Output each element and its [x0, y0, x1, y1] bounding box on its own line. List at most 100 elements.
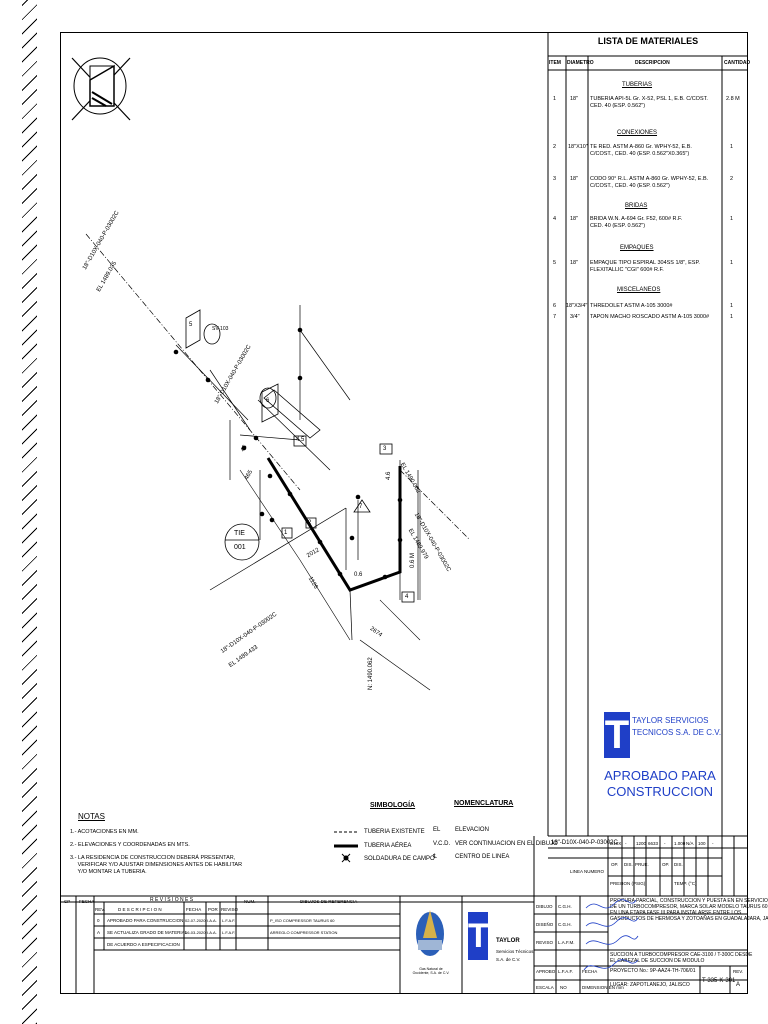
rev-row-rev: A [97, 930, 101, 935]
item-callout: 3 [383, 446, 387, 452]
note-item: 2.- ELEVACIONES Y COORDENADAS EN MTS. [70, 842, 190, 848]
bom-row-description: TAPON MACHO ROSCADO ASTM A-105 3000# [590, 314, 710, 320]
approval-line1: APROBADO PARA [604, 768, 716, 783]
bom-row-item: 4 [553, 216, 557, 222]
ref-item: ARREGLO COMPRESSOR STATION [270, 930, 338, 935]
tb-value: C.G.H. [558, 904, 572, 909]
tb-project: PROYECTO No.: 9P-AAZ4-TH-706/01 [610, 968, 696, 974]
bom-row-description: TE RED. ASTM A-860 Gr. WPHY-52, E.B. C/C… [590, 144, 692, 157]
nomenclature-meaning: CENTRO DE LINEA [455, 854, 510, 860]
symbology-item: SOLDADURA DE CAMPO [364, 856, 435, 862]
rev-row-date: 02-07-2020 [185, 918, 206, 923]
line-cell: - [625, 841, 627, 846]
approval-line2: CONSTRUCCION [606, 784, 714, 799]
item-callout: 5 [189, 322, 193, 328]
rev-row-reviso: L.F.A.F. [222, 918, 236, 923]
bom-row-item: 3 [553, 176, 557, 182]
elevation-label: N: 1490.062 [368, 657, 374, 690]
bom-row-quantity: 2.8 M [726, 96, 740, 102]
bom-row-item: 6 [553, 303, 557, 309]
tie-number: 001 [234, 544, 246, 551]
bom-row-quantity: 1 [730, 303, 734, 309]
line-number-caption: LINEA NUMERO [570, 869, 605, 874]
bom-row-item: 2 [553, 144, 557, 150]
rev-row-reviso: L.F.A.F. [222, 930, 236, 935]
ref-header: DIBUJOS DE REFERENCIA [300, 899, 358, 904]
symbology-item: TUBERIA EXISTENTE [364, 829, 425, 835]
bom-row-description: EMPAQUE TIPO ESPIRAL 304SS 1/8", ESP. FL… [590, 260, 700, 273]
bom-row-quantity: 1 [730, 144, 734, 150]
client-seal-icon [416, 910, 444, 956]
rev-row-desc: SE ACTUALIZA GRADO DE MATERIAL [107, 930, 188, 935]
bom-row-description: CODO 90° R.L. ASTM A-860 Gr. WPHY-52, E.… [590, 176, 709, 189]
seal-caption: Gas Natural de Occidente, S.A. de C.V. [412, 967, 450, 975]
nomenclature-abbr: ℄ [433, 854, 437, 860]
tb-place: LUGAR: ZAPOTLANEJO, JALISCO [610, 982, 690, 988]
line-cell: 100 [698, 841, 706, 846]
bom-section-empaques: EMPAQUES [620, 245, 654, 251]
bom-section-miscelaneos: MISCELANEOS [617, 287, 661, 293]
line-cell: 6633 [648, 841, 659, 846]
line-cell: 1.000 [674, 841, 686, 846]
tb-label: DIBUJO [536, 904, 553, 909]
bom-header-diameter: DIAMETRO [567, 60, 594, 66]
bom-header-item: ITEM [549, 60, 561, 66]
rev-header-date: FECHA [186, 907, 202, 912]
bom-row-item: 5 [553, 260, 557, 266]
nomenclature-meaning: VER CONTINUACION EN EL DIBUJO [455, 841, 558, 847]
revisions-title: R E V I S I O N E S [150, 897, 194, 903]
approval-stamp: APROBADO PARA CONSTRUCCION [600, 768, 720, 800]
drawing-frame [60, 32, 748, 994]
bom-row-quantity: 1 [730, 216, 734, 222]
nomenclature-abbr: V.C.D. [433, 841, 451, 847]
rev-header-desc: D E S C R I P C I O N [118, 907, 162, 912]
line-head: PRUE. [635, 862, 649, 867]
line-cell: 1200 [636, 841, 647, 846]
presion-label: PRESION (PSIG) [610, 881, 646, 886]
tie-label: TIE [234, 530, 245, 537]
bom-row-description: THREDOLET ASTM A-105 3000# [590, 303, 673, 309]
bom-row-quantity: 1 [730, 314, 734, 320]
tb-label: APROBO [536, 969, 556, 974]
dimension: 0.6 M [410, 552, 416, 568]
ref-item: P_ISO COMPRESSOR TAURUS 60 [270, 918, 335, 923]
line-head: DIS. [674, 862, 683, 867]
rev-row-by: I.A.A. [207, 930, 217, 935]
item-callout: 6 [266, 398, 270, 404]
note-item: 1.- ACOTACIONES EN MM. [70, 829, 139, 835]
bom-row-item: 1 [553, 96, 557, 102]
line-cell: - [664, 841, 666, 846]
bom-row-item: 7 [553, 314, 557, 320]
line-cell: D10X [610, 841, 622, 846]
rev-header-reviso: REVISO [221, 907, 239, 912]
bom-row-description: BRIDA W.N. A-694 Gr. F52, 600# R.F. CED.… [590, 216, 683, 229]
note-item: 3.- LA RESIDENCIA DE CONSTRUCCION DEBERÁ… [70, 855, 243, 875]
small-company-line2: Servicios Técnicos [496, 949, 534, 954]
line-head: OP. [662, 862, 670, 867]
tb-label: ESCALA [536, 985, 554, 990]
company-name-line2: TECNICOS S.A. DE C.V. [632, 728, 722, 737]
bom-title: LISTA DE MATERIALES [597, 36, 699, 46]
rev-header-rev: REV. [95, 907, 106, 912]
bom-header-description: DESCRIPCION [635, 60, 670, 66]
tb-value: C.G.H. [558, 922, 572, 927]
rev-row-desc: APROBADO PARA CONSTRUCCION [107, 918, 184, 923]
tb-fecha: FECHA [582, 969, 598, 974]
bom-row-quantity: 2 [730, 176, 734, 182]
tb-value: L.A.F.M. [558, 940, 575, 945]
bom-row-diameter: 3/4" [570, 314, 580, 320]
small-company-logo: T [468, 912, 489, 960]
nomenclature-meaning: ELEVACION [455, 827, 489, 833]
line-cell: - [712, 841, 714, 846]
temp-label: TEMP. (°C) [674, 881, 697, 886]
bom-section-tuberias: TUBERIAS [622, 82, 653, 88]
tb-description: PROCURA PARCIAL, CONSTRUCCION Y PUESTA E… [610, 898, 768, 922]
rev-row-by: I.A.A. [207, 918, 217, 923]
dimension: 4.6 [386, 471, 392, 480]
bom-section-bridas: BRIDAS [625, 203, 648, 209]
nomenclature-abbr: EL [433, 827, 441, 833]
small-company-line3: S.A. de C.V. [496, 957, 521, 962]
bom-row-diameter: 18" [570, 216, 579, 222]
bom-row-diameter: 18" [570, 260, 579, 266]
